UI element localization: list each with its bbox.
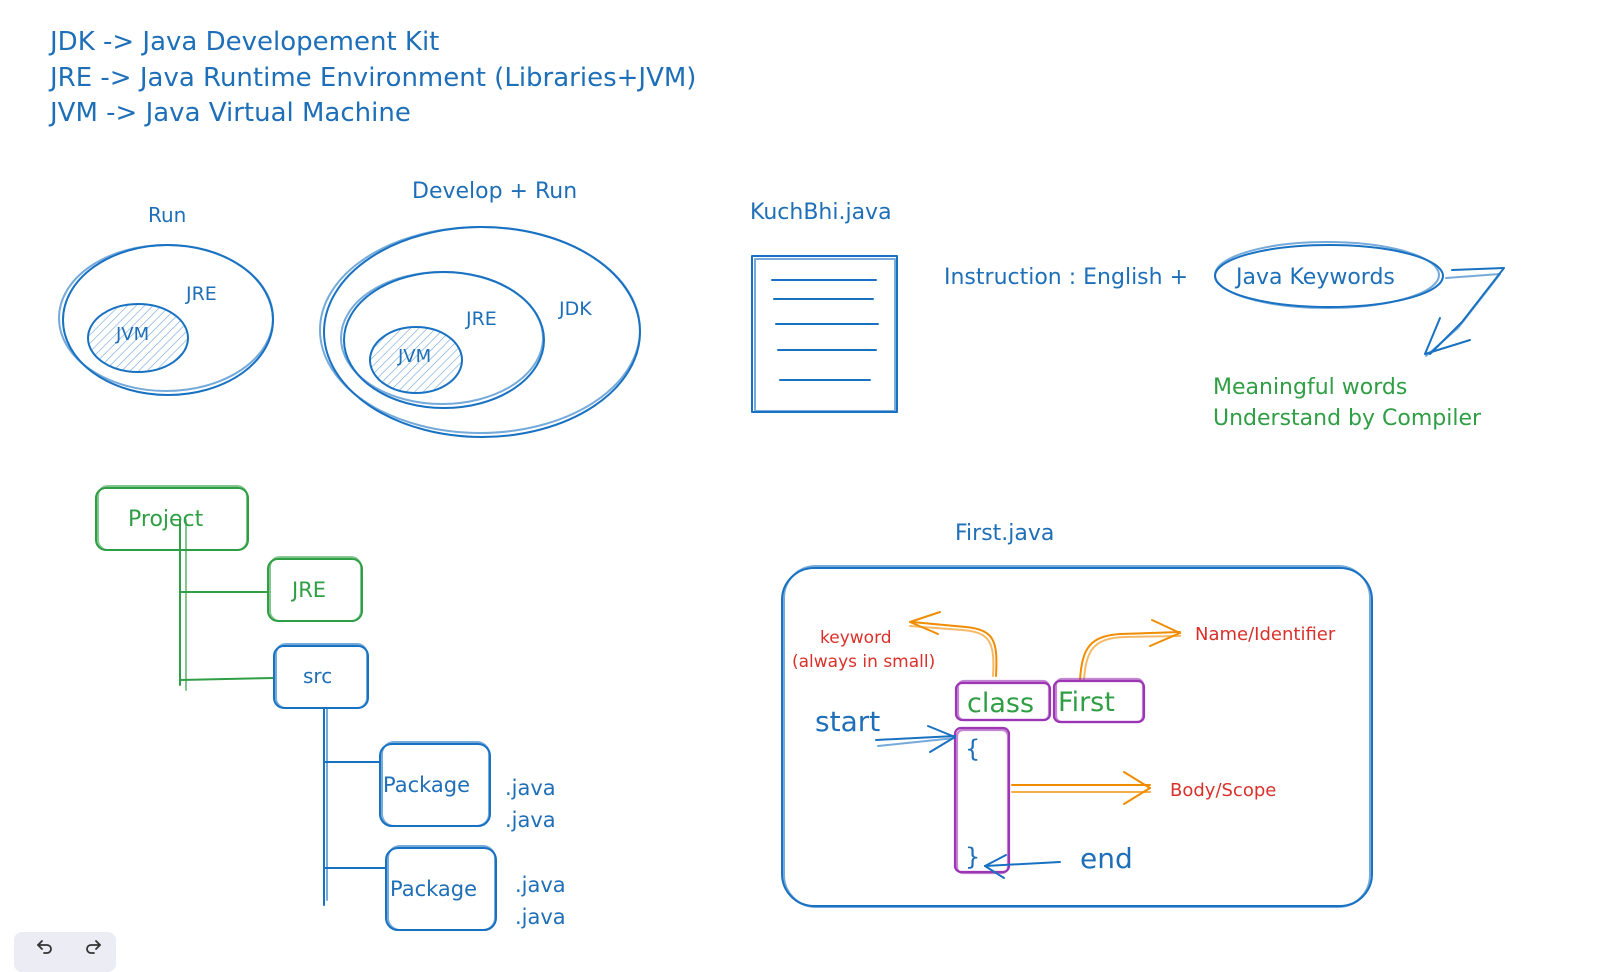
- venn-dev-title: Develop + Run: [412, 179, 577, 204]
- body-scope-note: Body/Scope: [1170, 780, 1276, 801]
- venn-run-jre-label: JRE: [185, 283, 217, 305]
- arrow-to-name-note: [1079, 619, 1181, 681]
- name-identifier-note: Name/Identifier: [1195, 624, 1336, 645]
- first-identifier-text: First: [1058, 687, 1115, 718]
- java-file-label: .java: [505, 776, 556, 800]
- file-first-name: First.java: [955, 521, 1054, 546]
- venn-dev-jre-label: JRE: [465, 308, 497, 330]
- jvm-ellipse-inner: [369, 326, 463, 394]
- tree-src-label: src: [303, 664, 332, 688]
- keyword-note-2: (always in small): [792, 652, 935, 672]
- venn-run-jvm-label: JVM: [115, 324, 149, 345]
- meaning-line-1: Meaningful words: [1213, 375, 1407, 400]
- arrow-keywords-to-meaning: [1424, 267, 1505, 357]
- class-keyword-text: class: [967, 688, 1034, 719]
- definition-jre: JRE -> Java Runtime Environment (Librari…: [48, 63, 696, 93]
- arrow-end-to-brace: [984, 854, 1061, 879]
- venn-dev-diagram: [319, 226, 641, 438]
- document-icon: [751, 255, 898, 413]
- venn-run-title: Run: [148, 203, 186, 227]
- open-brace: {: [965, 735, 980, 763]
- redo-icon: [86, 940, 101, 954]
- tree-package-2-label: Package: [390, 877, 477, 901]
- project-tree: [95, 485, 497, 931]
- definition-jvm: JVM -> Java Virtual Machine: [48, 98, 411, 128]
- venn-run-diagram: [58, 244, 274, 396]
- keywords-text: Java Keywords: [1234, 265, 1395, 290]
- venn-dev-jdk-label: JDK: [558, 298, 592, 320]
- java-file-label: .java: [515, 905, 566, 929]
- end-label: end: [1080, 842, 1133, 875]
- undo-redo-toolbar: [14, 932, 116, 972]
- file-kuchbhi-name: KuchBhi.java: [750, 200, 892, 225]
- close-brace: }: [965, 843, 980, 871]
- keyword-note-1: keyword: [820, 628, 892, 648]
- instruction-text: Instruction : English +: [944, 265, 1188, 290]
- tree-package-1-label: Package: [383, 773, 470, 797]
- arrow-start-to-brace: [875, 725, 956, 753]
- tree-jre-label: JRE: [290, 578, 326, 602]
- java-file-label: .java: [505, 808, 556, 832]
- venn-dev-jvm-label: JVM: [397, 346, 431, 367]
- jvm-ellipse: [87, 303, 189, 373]
- meaning-line-2: Understand by Compiler: [1213, 406, 1482, 431]
- definition-jdk: JDK -> Java Developement Kit: [48, 27, 439, 57]
- arrow-to-keyword-note: [909, 611, 998, 677]
- redo-button[interactable]: [78, 934, 108, 958]
- tree-project-label: Project: [128, 507, 204, 532]
- java-file-label: .java: [515, 873, 566, 897]
- start-label: start: [815, 705, 880, 738]
- body-scope-box: [953, 726, 1011, 874]
- undo-button[interactable]: [30, 934, 60, 958]
- first-java-panel: [781, 565, 1373, 908]
- undo-icon: [37, 940, 52, 954]
- arrow-to-body-note: [1011, 771, 1151, 805]
